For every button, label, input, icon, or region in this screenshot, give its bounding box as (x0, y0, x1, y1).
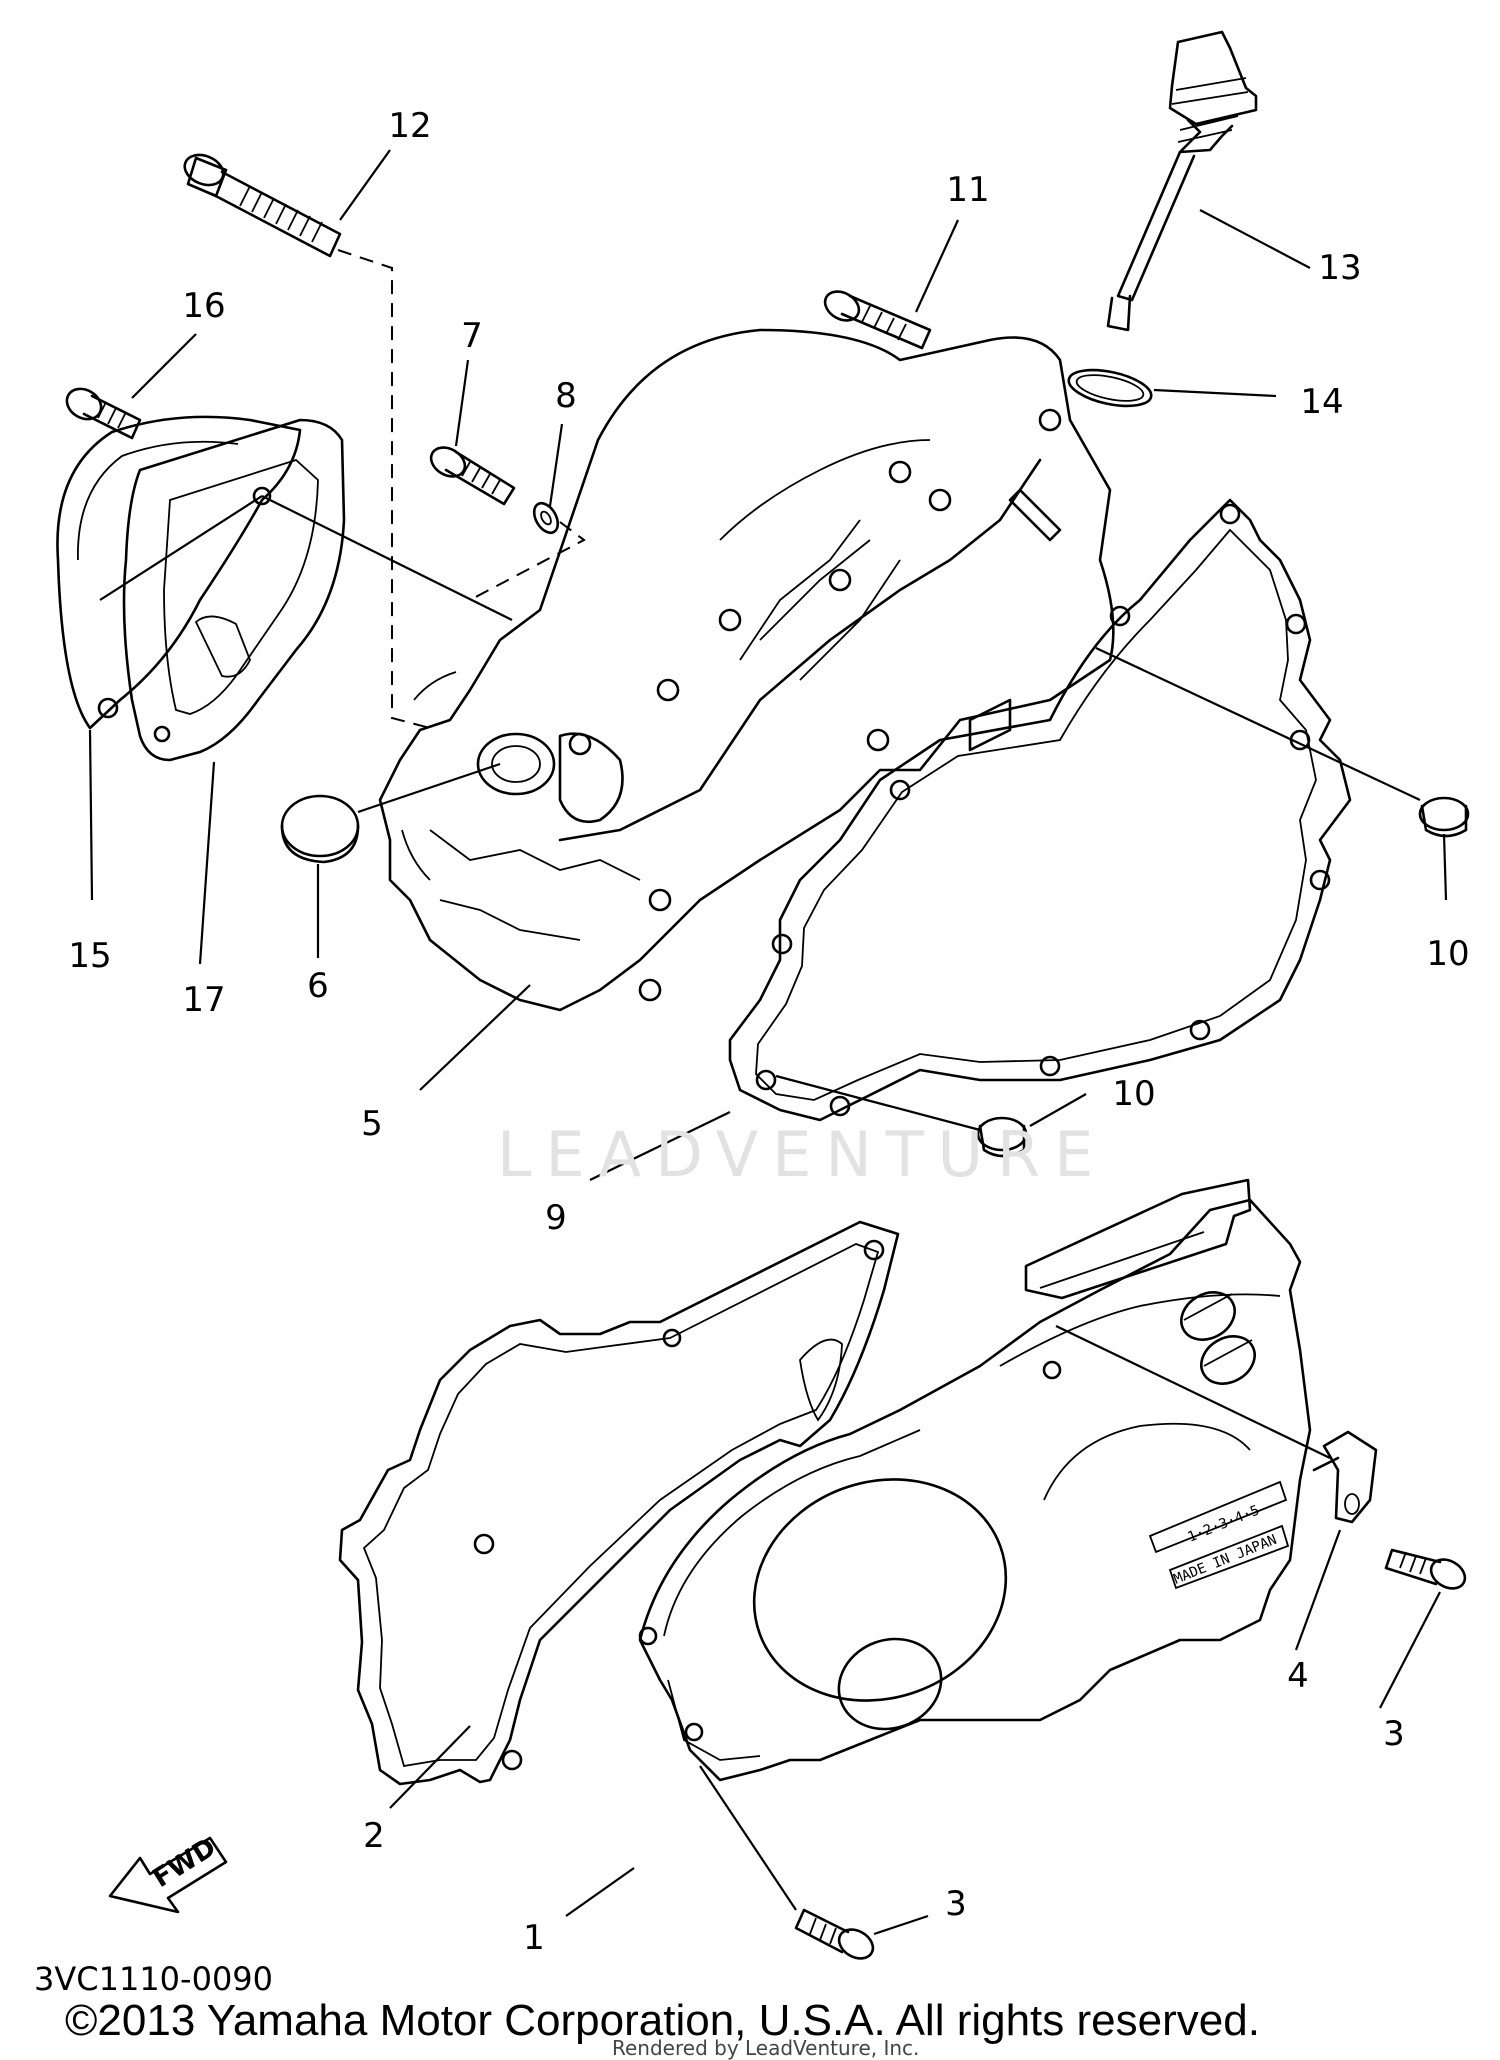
fwd-label: FWD (148, 1832, 222, 1893)
callout-3-bottom[interactable]: 3 (945, 1884, 967, 1924)
callout-5[interactable]: 5 (361, 1104, 383, 1144)
gasket-2[interactable] (338, 1220, 900, 1786)
callout-9[interactable]: 9 (545, 1198, 567, 1238)
o-ring-14[interactable] (1066, 364, 1155, 413)
callout-1[interactable]: 1 (523, 1918, 545, 1958)
clip-4[interactable] (1312, 1430, 1378, 1524)
dowel-pin-10-center[interactable] (976, 1116, 1028, 1158)
plug-6[interactable] (280, 794, 360, 864)
dowel-pin-10-right[interactable] (1418, 796, 1470, 838)
callout-10-center[interactable]: 10 (1112, 1074, 1156, 1114)
watermark: LEADVENTURE (497, 1118, 1108, 1191)
bolt-16[interactable] (61, 383, 142, 440)
callout-13[interactable]: 13 (1318, 248, 1362, 288)
washer-8[interactable] (529, 499, 562, 537)
callout-10-right[interactable]: 10 (1426, 934, 1470, 974)
bolt-12[interactable] (180, 150, 342, 258)
callout-11[interactable]: 11 (946, 170, 990, 210)
bolt-3-right[interactable] (1384, 1548, 1470, 1594)
bolt-7[interactable] (426, 442, 516, 506)
callout-8[interactable]: 8 (555, 376, 577, 416)
callout-14[interactable]: 14 (1300, 382, 1344, 422)
gasket-9[interactable] (728, 498, 1352, 1122)
callout-17[interactable]: 17 (182, 980, 226, 1020)
diagram-code: 3VC1110-0090 (34, 1960, 274, 1998)
callout-4[interactable]: 4 (1287, 1656, 1309, 1696)
rendered-by-notice: Rendered by LeadVenture, Inc. (612, 2036, 920, 2060)
bolt-3-bottom[interactable] (794, 1908, 878, 1964)
callout-12[interactable]: 12 (388, 106, 432, 146)
bolt-11[interactable] (820, 286, 932, 350)
dipstick-13[interactable] (1106, 30, 1258, 332)
crankcase-cover-1[interactable] (638, 1178, 1312, 1782)
forward-direction-arrow-icon: FWD (108, 1832, 228, 1914)
callout-7[interactable]: 7 (461, 316, 483, 356)
crankcase-cover-5[interactable] (378, 328, 1115, 1012)
callout-16[interactable]: 16 (182, 286, 226, 326)
callout-15[interactable]: 15 (68, 936, 112, 976)
copyright-notice: ©2013 Yamaha Motor Corporation, U.S.A. A… (65, 1996, 1260, 2045)
callout-3-right[interactable]: 3 (1383, 1714, 1405, 1754)
callout-2[interactable]: 2 (363, 1816, 385, 1856)
gasket-17[interactable] (122, 418, 346, 762)
cover-15[interactable] (56, 415, 302, 730)
callout-6[interactable]: 6 (307, 966, 329, 1006)
